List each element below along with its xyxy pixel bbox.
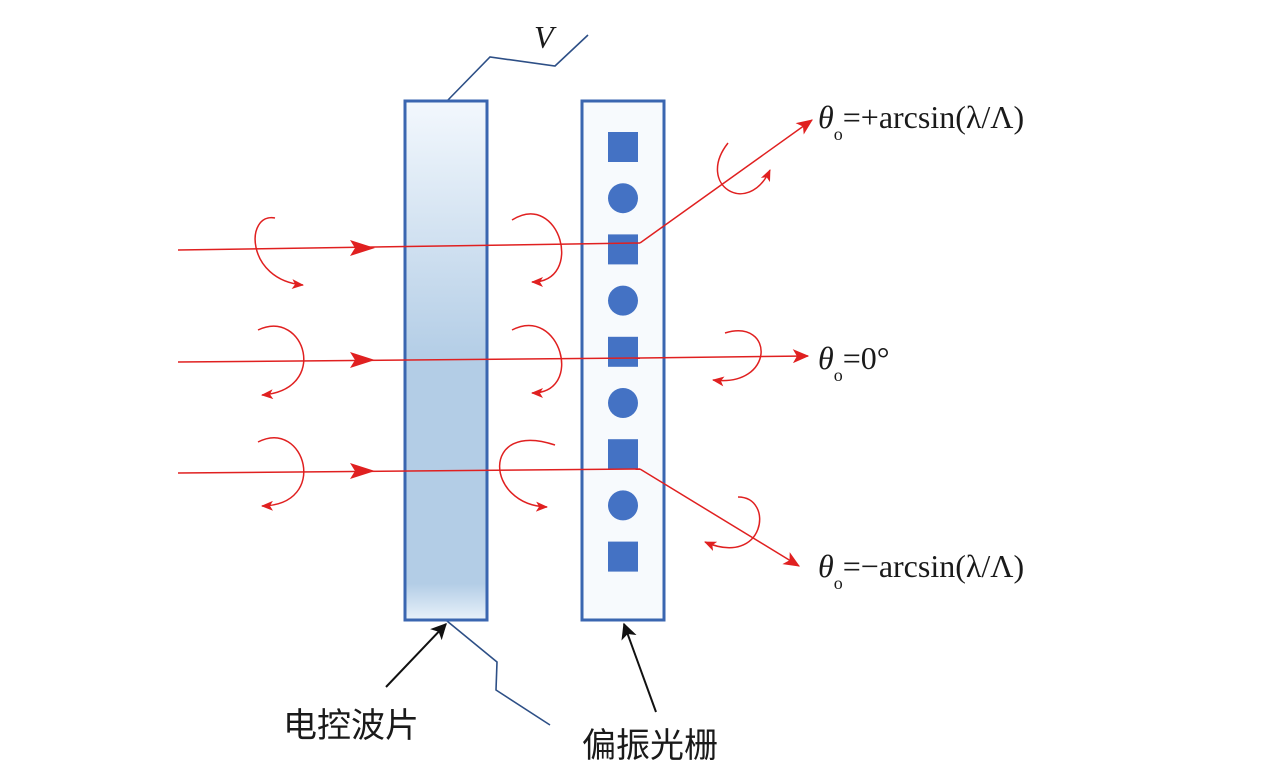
polarization-arrow-in-middle (257, 325, 305, 400)
polarization-arrow-out-upper (716, 142, 771, 195)
polarization-arrow-out-middle (712, 330, 762, 387)
grating-circle-marker (608, 285, 638, 316)
top-electrode-wire (446, 34, 589, 102)
output-beam-lower (639, 468, 800, 567)
beam-arrowhead-upper (350, 240, 375, 256)
grating-markers (608, 132, 638, 572)
output-label-upper: θo=+arcsin(λ/Λ) (818, 99, 1024, 144)
polarization-arrow-out-lower (704, 496, 761, 551)
grating-pointer-arrow (621, 622, 657, 713)
circular-polarization-symbols (254, 142, 771, 551)
polarization-arrow-in-lower (257, 437, 305, 511)
output-beam-upper (639, 119, 813, 244)
incoming-beam-middle (177, 357, 641, 363)
grating-square-marker (608, 541, 638, 572)
grating-circle-marker (608, 183, 638, 214)
output-label-lower: θo=−arcsin(λ/Λ) (818, 548, 1024, 593)
beam-arrowhead-lower (350, 463, 375, 479)
grating-label: 偏振光栅 (582, 726, 718, 766)
voltage-label: V (534, 19, 557, 55)
grating-circle-marker (608, 388, 638, 418)
grating-circle-marker (608, 490, 638, 521)
grating-square-marker (608, 132, 638, 162)
beam-arrowhead-middle (350, 352, 375, 368)
polarization-arrow-mid-upper (511, 213, 563, 287)
grating-square-marker (608, 439, 638, 470)
polarization-arrow-mid-middle (511, 324, 563, 398)
output-label-middle: θo=0° (818, 340, 890, 385)
grating-square-marker (608, 234, 638, 265)
output-beam-middle (639, 349, 810, 364)
polarization-arrow-in-upper (254, 217, 304, 290)
incoming-beam-upper (177, 242, 641, 251)
bottom-electrode-wire (446, 620, 551, 726)
waveplate-pointer-arrow (385, 623, 447, 688)
grating-square-marker (608, 336, 638, 367)
incoming-beam-lower (177, 468, 641, 474)
polarization-arrow-mid-lower (498, 439, 556, 512)
waveplate-label: 电控波片 (283, 706, 419, 746)
